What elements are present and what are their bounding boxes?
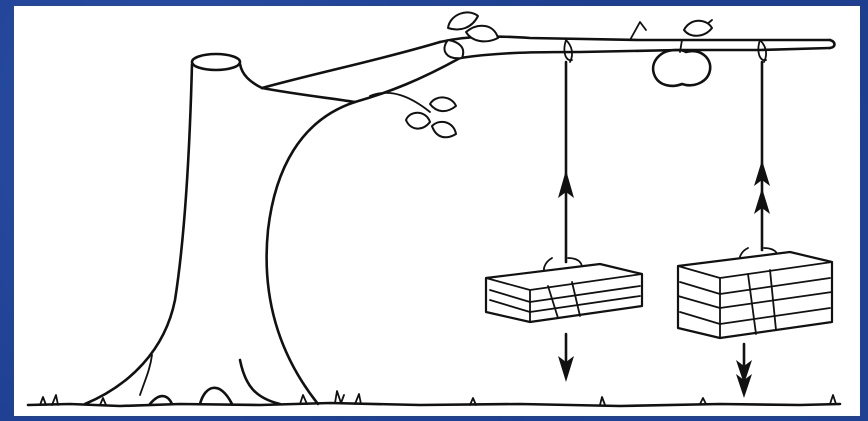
leaves <box>406 12 712 137</box>
parcel-left <box>486 264 642 322</box>
right-parcel-assembly <box>678 40 832 398</box>
apple <box>653 40 710 86</box>
left-parcel-assembly <box>486 40 642 382</box>
